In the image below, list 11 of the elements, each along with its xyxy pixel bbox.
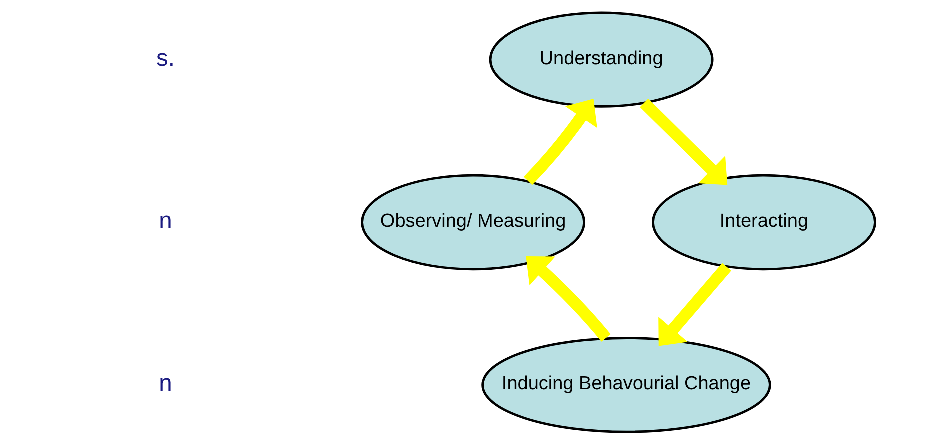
node-ellipse: Observing/ Measuring: [361, 174, 586, 271]
node-ellipse: Interacting: [652, 174, 876, 271]
node-ellipse: Inducing Behavourial Change: [482, 337, 772, 434]
arrow: [524, 99, 598, 186]
arrow: [640, 98, 728, 186]
arrow: [526, 256, 611, 342]
label: s.: [156, 46, 176, 72]
label: n: [159, 371, 172, 398]
label: n: [159, 208, 172, 234]
arrow: [658, 263, 732, 346]
node-ellipse: Understanding: [489, 12, 714, 108]
